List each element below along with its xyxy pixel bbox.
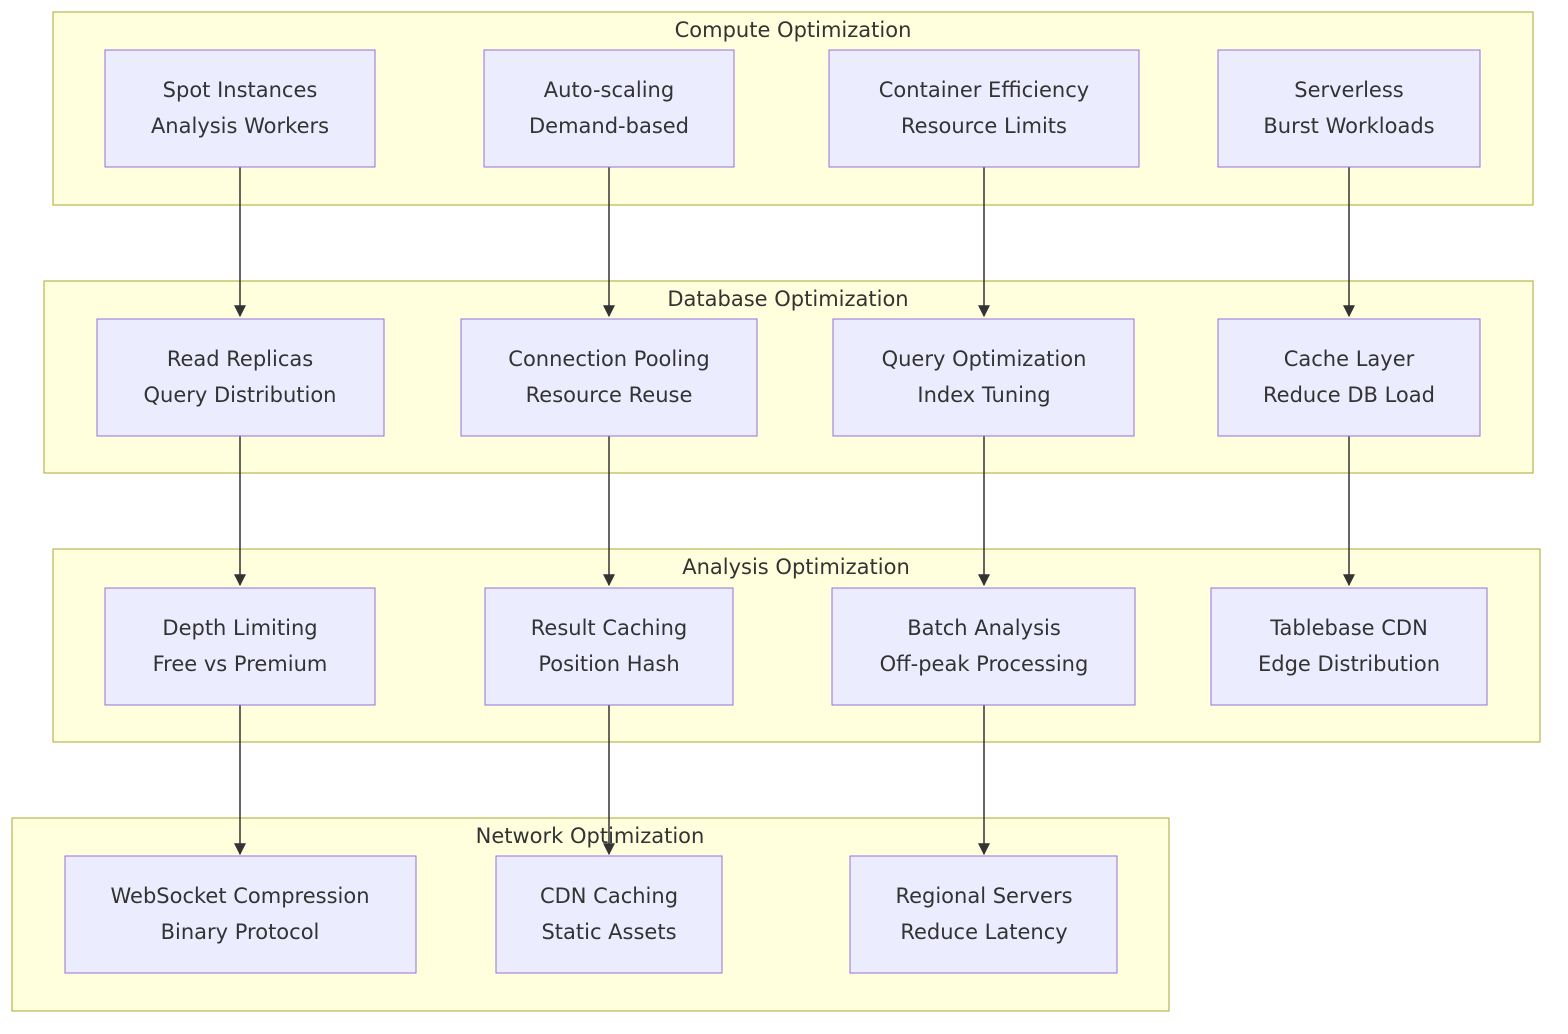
node-serverless[interactable]: Serverless Burst Workloads xyxy=(1217,49,1481,168)
node-container-efficiency[interactable]: Container Efficiency Resource Limits xyxy=(828,49,1140,168)
node-title: Regional Servers xyxy=(895,884,1072,908)
node-result-caching[interactable]: Result Caching Position Hash xyxy=(484,587,734,706)
node-title: Container Efficiency xyxy=(879,78,1089,102)
node-query-optimization[interactable]: Query Optimization Index Tuning xyxy=(832,318,1135,437)
node-subtitle: Resource Reuse xyxy=(526,383,693,407)
node-subtitle: Free vs Premium xyxy=(153,652,328,676)
node-title: Read Replicas xyxy=(167,347,313,371)
node-subtitle: Resource Limits xyxy=(901,114,1067,138)
node-read-replicas[interactable]: Read Replicas Query Distribution xyxy=(96,318,385,437)
node-title: WebSocket Compression xyxy=(110,884,369,908)
node-cache-layer[interactable]: Cache Layer Reduce DB Load xyxy=(1217,318,1481,437)
node-subtitle: Reduce Latency xyxy=(900,920,1067,944)
node-title: Cache Layer xyxy=(1284,347,1415,371)
node-subtitle: Demand-based xyxy=(529,114,689,138)
node-connection-pooling[interactable]: Connection Pooling Resource Reuse xyxy=(460,318,758,437)
node-regional-servers[interactable]: Regional Servers Reduce Latency xyxy=(849,855,1118,974)
cluster-title: Compute Optimization xyxy=(675,18,912,42)
node-title: Tablebase CDN xyxy=(1269,616,1428,640)
node-depth-limiting[interactable]: Depth Limiting Free vs Premium xyxy=(104,587,376,706)
node-websocket-compression[interactable]: WebSocket Compression Binary Protocol xyxy=(64,855,417,974)
node-subtitle: Query Distribution xyxy=(143,383,336,407)
node-title: Batch Analysis xyxy=(907,616,1061,640)
node-spot-instances[interactable]: Spot Instances Analysis Workers xyxy=(104,49,376,168)
node-title: Query Optimization xyxy=(882,347,1087,371)
cluster-title: Network Optimization xyxy=(476,824,705,848)
node-title: Serverless xyxy=(1294,78,1404,102)
node-subtitle: Reduce DB Load xyxy=(1263,383,1435,407)
node-title: Depth Limiting xyxy=(162,616,317,640)
node-batch-analysis[interactable]: Batch Analysis Off-peak Processing xyxy=(831,587,1136,706)
node-subtitle: Analysis Workers xyxy=(151,114,329,138)
node-title: Auto-scaling xyxy=(544,78,674,102)
node-subtitle: Burst Workloads xyxy=(1263,114,1434,138)
node-title: Spot Instances xyxy=(163,78,318,102)
node-tablebase-cdn[interactable]: Tablebase CDN Edge Distribution xyxy=(1210,587,1488,706)
node-title: CDN Caching xyxy=(540,884,678,908)
node-title: Result Caching xyxy=(531,616,687,640)
node-subtitle: Edge Distribution xyxy=(1258,652,1440,676)
edges xyxy=(234,167,1355,856)
node-subtitle: Binary Protocol xyxy=(161,920,320,944)
node-subtitle: Index Tuning xyxy=(917,383,1050,407)
node-title: Connection Pooling xyxy=(508,347,709,371)
cluster-title: Analysis Optimization xyxy=(682,555,910,579)
node-subtitle: Off-peak Processing xyxy=(880,652,1089,676)
node-subtitle: Static Assets xyxy=(541,920,676,944)
node-subtitle: Position Hash xyxy=(538,652,679,676)
node-auto-scaling[interactable]: Auto-scaling Demand-based xyxy=(483,49,735,168)
node-cdn-caching[interactable]: CDN Caching Static Assets xyxy=(495,855,723,974)
cluster-title: Database Optimization xyxy=(667,287,908,311)
